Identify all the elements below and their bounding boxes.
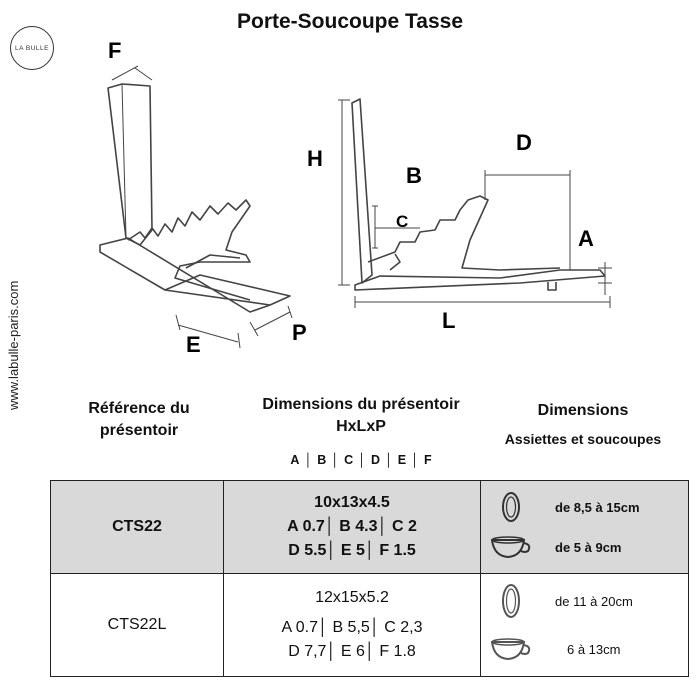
letter-e: E: [397, 453, 407, 467]
plate-size: de 11 à 20cm: [555, 593, 633, 609]
dim-label-h: H: [307, 146, 323, 171]
dims-line-2: D 7,7│ E 6│ F 1.8: [288, 643, 416, 660]
table-row: CTS22L 12x15x5.2 A 0.7│ B 5,5│ C 2,3 D 7…: [50, 573, 689, 677]
table-row: CTS22 10x13x4.5 A 0.7│ B 4.3│ C 2 D 5.5│…: [50, 480, 689, 574]
teeth-outline: [127, 199, 251, 301]
spec-table: CTS22 10x13x4.5 A 0.7│ B 4.3│ C 2 D 5.5│…: [50, 480, 689, 677]
base-outline: [99, 237, 271, 313]
letter-d: D: [370, 453, 380, 467]
ref-value: CTS22L: [107, 616, 167, 633]
cell-plates: de 11 à 20cm 6 à 13cm: [480, 573, 689, 677]
cup-size: de 5 à 9cm: [555, 539, 622, 555]
side-base-outline: [354, 269, 606, 291]
back-plate-outline: [107, 83, 153, 246]
dims-line-1: A 0.7│ B 4.3│ C 2: [287, 518, 417, 535]
ref-value: CTS22: [112, 518, 162, 535]
cup-size: 6 à 13cm: [567, 641, 621, 657]
header-dimensions-presentoir: Dimensions du présentoir HxLxP: [262, 396, 460, 435]
header-dimensions: Dimensions: [537, 402, 629, 419]
side-stairs-outline: [367, 195, 561, 271]
dim-label-e: E: [186, 332, 201, 357]
plate-item: de 11 à 20cm: [481, 577, 688, 625]
letter-c: C: [344, 453, 354, 467]
dim-label-c: C: [396, 212, 408, 231]
cup-icon: [481, 636, 541, 662]
size-value: 12x15x5.2: [315, 589, 389, 606]
cell-dimensions: 10x13x4.5 A 0.7│ B 4.3│ C 2 D 5.5│ E 5│ …: [223, 480, 481, 574]
cell-ref: CTS22: [50, 480, 224, 574]
plate-icon: [481, 490, 541, 524]
brand-logo-text: LA BULLE: [15, 44, 49, 52]
dims-line-1: A 0.7│ B 5,5│ C 2,3: [281, 619, 423, 636]
letter-a: A: [290, 453, 300, 467]
letter-b: B: [317, 453, 327, 467]
header-reference: Référence du présentoir: [88, 400, 190, 439]
header-plates-saucers: Assiettes et soucoupes: [504, 431, 662, 447]
letter-f: F: [423, 453, 432, 467]
size-value: 10x13x4.5: [314, 494, 390, 511]
dims-line-2: D 5.5│ E 5│ F 1.5: [288, 542, 416, 559]
brand-logo: LA BULLE: [10, 26, 54, 70]
dim-label-p: P: [292, 320, 307, 345]
dim-label-l: L: [442, 308, 455, 333]
cell-dimensions: 12x15x5.2 A 0.7│ B 5,5│ C 2,3 D 7,7│ E 6…: [223, 573, 481, 677]
dim-label-f: F: [108, 38, 121, 63]
cup-item: 6 à 13cm: [481, 625, 688, 673]
side-back-outline: [351, 98, 373, 284]
plate-icon: [481, 582, 541, 620]
dim-label-d: D: [516, 130, 532, 155]
cell-ref: CTS22L: [50, 573, 224, 677]
cell-plates: de 8,5 à 15cm de 5 à 9cm: [480, 480, 689, 574]
dim-label-a: A: [578, 226, 594, 251]
cup-icon: [481, 534, 541, 560]
cup-item: de 5 à 9cm: [481, 527, 688, 567]
product-diagram: F E P H B C D A L: [99, 38, 612, 357]
plate-size: de 8,5 à 15cm: [555, 499, 640, 515]
dim-label-b: B: [406, 163, 422, 188]
plate-item: de 8,5 à 15cm: [481, 487, 688, 527]
header-dimension-letters: A│B│C│D│E│F: [262, 453, 460, 467]
page-title: Porte-Soucoupe Tasse: [237, 10, 463, 33]
